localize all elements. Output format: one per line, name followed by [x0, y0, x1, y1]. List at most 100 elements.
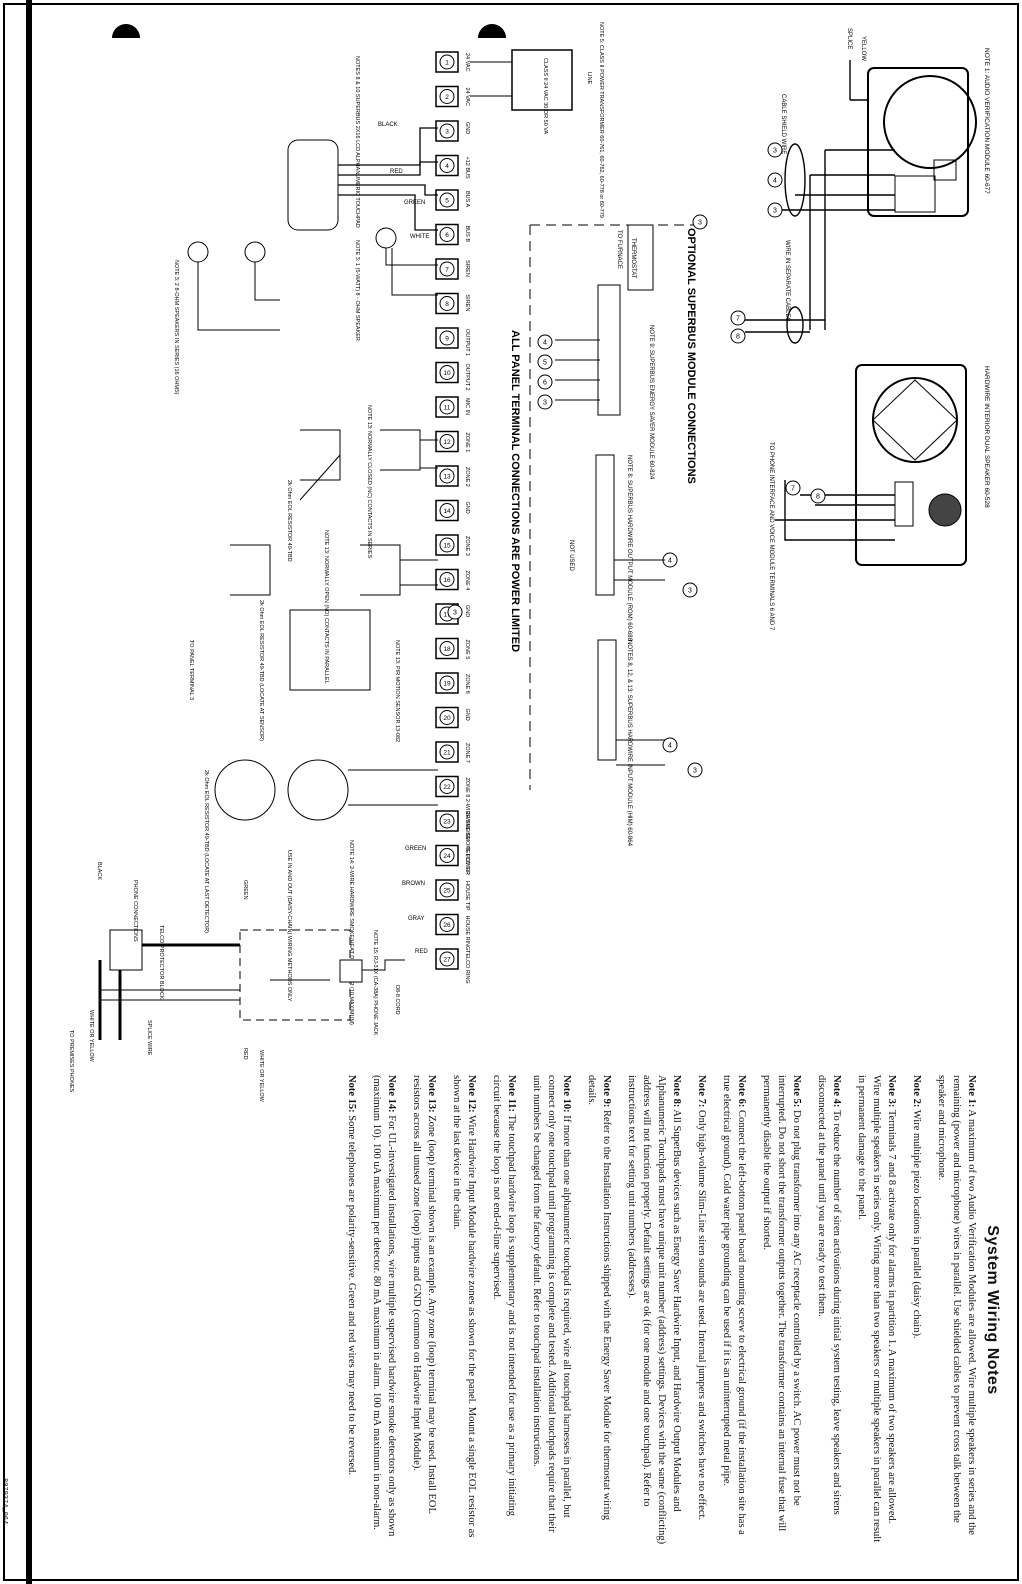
callout-circle — [682, 582, 698, 598]
terminal-label: TELCO TIP — [464, 847, 470, 876]
terminal-number: 10 — [443, 370, 451, 377]
wire-black-label: BLACK — [378, 122, 398, 128]
transformer-label: NOTE 5: CLASS II POWER TRANSFORMER 60-76… — [598, 22, 604, 218]
terminal-9: 9 OUTPUT 1 — [435, 327, 470, 356]
terminal-4: 4+12 BUS — [435, 154, 470, 179]
callout-circle — [447, 604, 463, 620]
callout-number: 3 — [543, 400, 547, 407]
callout-number: 4 — [773, 178, 777, 185]
callout-circle — [692, 214, 708, 230]
power-transformer: CLASS II 24 VAC 30 OR 50 VA NOTE 5: CLAS… — [470, 22, 604, 218]
note-text: Only high-volume Slim-Line siren sounds … — [696, 1110, 707, 1521]
notes-heading: System Wiring Notes — [984, 1225, 1001, 1395]
note-text: Do not plug transformer into any AC rece… — [761, 1075, 802, 1532]
terminal-label: GND — [464, 605, 470, 617]
terminal-number: 8 — [445, 301, 449, 308]
callout-circle — [730, 328, 746, 344]
note-label: Note 6: — [736, 1075, 747, 1108]
note-label: Note 13: — [426, 1075, 437, 1113]
terminal-label: HOUSE RING — [464, 916, 470, 951]
terminal-label: OUTPUT 1 — [464, 329, 470, 356]
wire-red-label: RED — [390, 169, 403, 175]
smoke-detectors: NOTE 14: 2-WIRE HARDWIRE SMOKE/HEAT DETE… — [203, 759, 438, 1025]
wire-white-label: WHITE — [410, 234, 429, 240]
splice-wire-label: SPLICE WIRE — [146, 1020, 152, 1056]
note-label: Note 12: — [466, 1075, 477, 1113]
terminal-label: 24 VAC — [464, 53, 470, 72]
telco-gray-label: GRAY — [408, 916, 425, 922]
callout-number: 7 — [736, 316, 740, 323]
terminal-number: 14 — [443, 508, 451, 515]
note-text: Some telephones are polarity-sensitive. … — [346, 1115, 357, 1476]
audio-verification-module: NOTE 1: AUDIO VERIFICATION MODULE 60-677 — [867, 48, 990, 217]
callout-number: 3 — [453, 610, 457, 617]
note-5: Note 5: Do not plug transformer into any… — [759, 1075, 804, 1545]
terminal-number: 7 — [445, 267, 449, 274]
no-contacts-label: NOTE 13: NORMALLY OPEN (NO) CONTACTS IN … — [323, 530, 329, 684]
callout-circle — [537, 394, 553, 410]
speakers-series-label: NOTE 3: 2 8-OHM SPEAKERS IN SERIES (16 O… — [173, 260, 179, 395]
callout-circle — [767, 172, 783, 188]
terminal-number: 1 — [445, 60, 449, 67]
note-text: Terminals 7 and 8 activate only for alar… — [856, 1075, 897, 1543]
white-yellow-label-2: WHITE OR YELLOW — [258, 1050, 264, 1103]
terminal-label: GND — [464, 709, 470, 721]
audio-module-wires — [745, 60, 895, 541]
note-8: Note 8: All SuperBus devices such as Ene… — [624, 1075, 684, 1545]
eol-sensor-label: 2k Ohm EOL RESISTOR 49-TBD (LOCATE AT SE… — [258, 600, 264, 741]
note-label: Note 11: — [506, 1075, 517, 1113]
terminal-number: 9 — [445, 336, 449, 343]
splice-label: SPLICE — [846, 28, 852, 49]
note-1: Note 1: A maximum of two Audio Verificat… — [934, 1075, 979, 1545]
note-label: Note 15: — [346, 1075, 357, 1113]
db8-label: D8-8 CORD — [394, 985, 400, 1015]
callout-number: 3 — [773, 208, 777, 215]
section-title-optional: OPTIONAL SUPERBUS MODULE CONNECTIONS — [685, 228, 697, 484]
note-label: Note 4: — [831, 1075, 842, 1108]
callout-circle — [785, 480, 801, 496]
note-9: Note 9: Refer to the Installation Instru… — [584, 1075, 614, 1545]
terminal-label: ZONE 5 — [464, 640, 470, 660]
callout-number: 3 — [693, 768, 697, 775]
note-14: Note 14: For UL-investigated installatio… — [369, 1075, 399, 1545]
callout-number: 4 — [543, 340, 547, 347]
terminal-18: 18 ZONE 5 — [435, 637, 470, 660]
terminal-label: MIC IN — [464, 398, 470, 415]
terminal-label: OUTPUT 2 — [464, 364, 470, 391]
rj31x-label: NOTE 15: RJ-31X (CA-38A) PHONE JACK — [372, 930, 378, 1036]
left-edge-bar — [26, 0, 32, 1584]
callout-circle — [810, 488, 826, 504]
wire-green-label: GREEN — [404, 200, 425, 206]
terminal-number: 11 — [444, 405, 451, 412]
cable-shield-label: CABLE SHIELD WIRE — [780, 94, 786, 154]
callout-circle — [767, 142, 783, 158]
terminal-label: ZONE 8 2-WIRE SMOKE — [464, 778, 470, 840]
dual-speaker: HARDWIRE INTERIOR DUAL SPEAKER 60-528 — [855, 364, 990, 566]
note-label: Note 3: — [886, 1075, 897, 1108]
callout-circle — [537, 374, 553, 390]
corner-mark — [478, 24, 506, 38]
daisy-label: USE IN AND OUT (DAISY-CHAIN) WIRING METH… — [286, 850, 292, 1002]
terminal-label: ZONE 4 — [464, 571, 470, 591]
note-text: Refer to the Installation Instructions s… — [586, 1075, 612, 1521]
note-label: Note 9: — [601, 1075, 612, 1108]
terminal-number: 18 — [443, 646, 451, 653]
terminal-label: 24 VAC — [464, 88, 470, 107]
phone-jack-area: NOTE 15: RJ-31X (CA-38A) PHONE JACK D8-8… — [68, 862, 405, 1103]
terminal-label: HOUSE TIP — [464, 881, 470, 911]
note-2: Note 2: Wire multiple piezo locations in… — [909, 1075, 924, 1545]
terminal-number: 19 — [443, 681, 451, 688]
page-border — [3, 3, 1019, 1581]
callout-circle — [537, 354, 553, 370]
note-text: Wire multiple piezo locations in paralle… — [911, 1109, 922, 1339]
note-15: Note 15: Some telephones are polarity-se… — [344, 1075, 359, 1545]
terminal-number: 15 — [443, 543, 451, 550]
terminal-number: 2 — [445, 94, 449, 101]
note-text: If more than one alphanumeric touchpad i… — [531, 1075, 572, 1533]
